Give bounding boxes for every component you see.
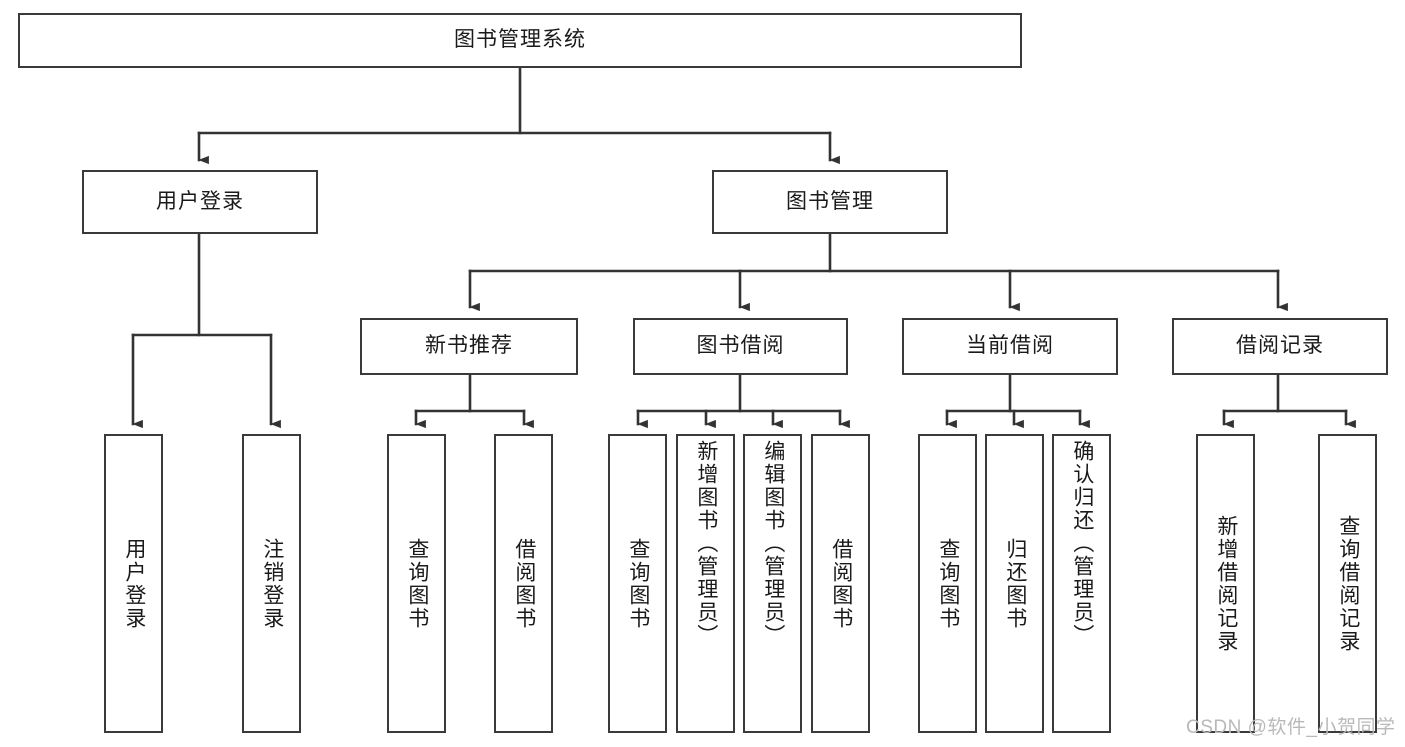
node-label: 用户登录 — [122, 537, 146, 630]
node-leaf-edit-book-admin[interactable]: 编辑图书（管理员） — [743, 434, 802, 733]
node-borrow-record[interactable]: 借阅记录 — [1172, 318, 1388, 375]
node-label: 新书推荐 — [425, 334, 513, 358]
node-label: 新增图书（管理员） — [694, 440, 718, 647]
node-label: 归还图书 — [1003, 537, 1027, 630]
node-leaf-borrow-book-rec[interactable]: 借阅图书 — [494, 434, 553, 733]
node-label: 借阅记录 — [1236, 334, 1324, 358]
watermark-text: CSDN @软件_小贺同学 — [1186, 717, 1396, 738]
node-leaf-borrow-book[interactable]: 借阅图书 — [811, 434, 870, 733]
node-leaf-confirm-return-admin[interactable]: 确认归还（管理员） — [1052, 434, 1111, 733]
node-leaf-logout[interactable]: 注销登录 — [242, 434, 301, 733]
node-label: 图书管理系统 — [454, 28, 586, 52]
node-label: 查询借阅记录 — [1336, 514, 1360, 653]
node-leaf-query-borrow-record[interactable]: 查询借阅记录 — [1318, 434, 1377, 733]
node-new-book-recommend[interactable]: 新书推荐 — [360, 318, 578, 375]
node-label: 当前借阅 — [966, 334, 1054, 358]
node-label: 编辑图书（管理员） — [761, 440, 785, 647]
node-leaf-query-book-current[interactable]: 查询图书 — [918, 434, 977, 733]
node-leaf-user-login[interactable]: 用户登录 — [104, 434, 163, 733]
node-label: 图书借阅 — [696, 334, 785, 358]
node-label: 查询图书 — [405, 537, 429, 630]
node-leaf-query-book-rec[interactable]: 查询图书 — [387, 434, 446, 733]
node-label: 新增借阅记录 — [1214, 514, 1238, 653]
node-current-borrow[interactable]: 当前借阅 — [902, 318, 1118, 375]
node-leaf-add-book-admin[interactable]: 新增图书（管理员） — [676, 434, 735, 733]
node-book-management[interactable]: 图书管理 — [712, 170, 948, 234]
node-label: 注销登录 — [260, 537, 284, 630]
node-label: 借阅图书 — [829, 537, 853, 630]
node-label: 查询图书 — [626, 537, 650, 630]
node-label: 用户登录 — [156, 189, 244, 213]
node-label: 确认归还（管理员） — [1070, 440, 1094, 647]
node-user-login[interactable]: 用户登录 — [82, 170, 318, 234]
node-label: 查询图书 — [936, 537, 960, 630]
node-label: 借阅图书 — [512, 537, 536, 630]
node-root-system[interactable]: 图书管理系统 — [18, 13, 1022, 68]
node-book-borrow[interactable]: 图书借阅 — [633, 318, 848, 375]
node-leaf-return-book[interactable]: 归还图书 — [985, 434, 1044, 733]
node-label: 图书管理 — [786, 189, 874, 213]
node-leaf-add-borrow-record[interactable]: 新增借阅记录 — [1196, 434, 1255, 733]
node-leaf-query-book-borrow[interactable]: 查询图书 — [608, 434, 667, 733]
